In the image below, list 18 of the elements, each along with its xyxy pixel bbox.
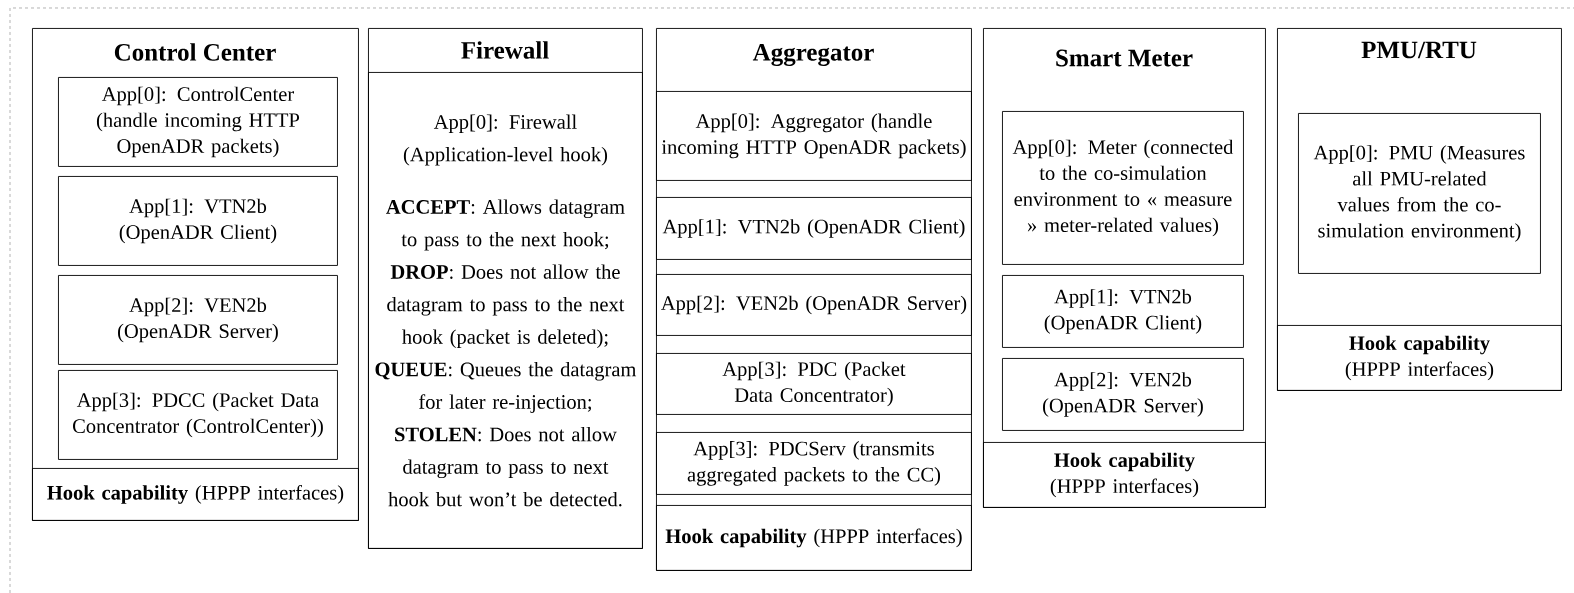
app-box: App[1]: VTN2b (OpenADR Client) — [1002, 275, 1244, 348]
app-box: App[3]: PDC (Packet Data Concentrator) — [656, 353, 972, 415]
app-box: Hook capability (HPPP interfaces) — [32, 468, 359, 521]
app-box: App[1]: VTN2b (OpenADR Client) — [58, 176, 338, 266]
app-box: App[3]: PDCServ (transmits aggregated packets to the CC) — [656, 432, 972, 495]
app-box: Hook capability (HPPP interfaces) — [983, 442, 1266, 508]
app-box: App[0]: ControlCenter (handle incoming HTTP OpenADR packets) — [58, 77, 338, 167]
app-box: App[3]: PDCC (Packet Data Concentrator (ControlCenter)) — [58, 370, 338, 460]
description-box: App[0]: Firewall (Application-level hook) ACCEPT: Allows datagram to pass to the next hook; DROP: Does not allow the datagram to pass to the next hook (packet is deleted); QUEUE: Queues the datagram for later re-injection; STOLEN: Does not allow datagram to pass to next hook but won’t be detected. — [368, 72, 643, 549]
app-box: App[0]: PMU (Measures all PMU-related values from the co-simulation environment) — [1298, 113, 1541, 274]
app-box: App[0]: Meter (connected to the co-simulation environment to « measure » meter-related values) — [1002, 111, 1244, 265]
app-box: App[1]: VTN2b (OpenADR Client) — [656, 197, 972, 260]
app-box: Hook capability (HPPP interfaces) — [1277, 325, 1562, 391]
app-box: Hook capability (HPPP interfaces) — [656, 505, 972, 571]
app-box: App[0]: Aggregator (handle incoming HTTP OpenADR packets) — [656, 91, 972, 181]
app-box: App[2]: VEN2b (OpenADR Server) — [656, 274, 972, 336]
app-box: App[2]: VEN2b (OpenADR Server) — [58, 275, 338, 365]
app-box: App[2]: VEN2b (OpenADR Server) — [1002, 358, 1244, 431]
